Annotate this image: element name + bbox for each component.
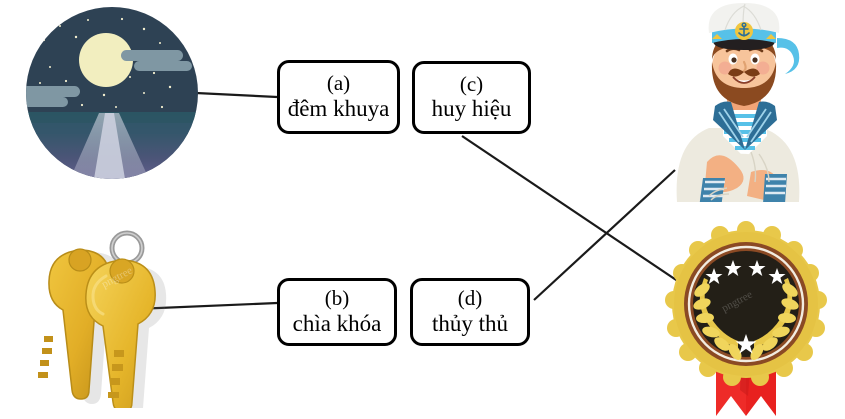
connector-night-to-a <box>195 91 278 99</box>
label-word-d: thủy thủ <box>431 310 509 336</box>
label-word-b: chìa khóa <box>292 310 382 336</box>
label-tag-c: (c) <box>459 71 484 96</box>
label-box-a[interactable]: (a) đêm khuya <box>277 60 400 134</box>
label-tag-d: (d) <box>457 286 483 311</box>
label-tag-b: (b) <box>324 286 350 311</box>
connector-keys-to-b <box>134 301 278 311</box>
night-sky-illustration[interactable] <box>26 7 198 179</box>
label-word-a: đêm khuya <box>287 95 390 121</box>
label-tag-a: (a) <box>326 71 351 96</box>
connector-d-to-sailor <box>533 169 676 301</box>
sailor-illustration[interactable] <box>655 2 835 202</box>
label-box-c[interactable]: (c) huy hiệu <box>412 61 531 134</box>
label-box-b[interactable]: (b) chìa khóa <box>277 278 397 346</box>
label-word-c: huy hiệu <box>431 96 512 122</box>
label-box-d[interactable]: (d) thủy thủ <box>410 278 530 346</box>
badge-illustration[interactable]: pngtree <box>660 216 832 416</box>
keys-illustration[interactable]: pngtree <box>22 218 194 408</box>
connector-c-to-badge <box>461 135 701 297</box>
